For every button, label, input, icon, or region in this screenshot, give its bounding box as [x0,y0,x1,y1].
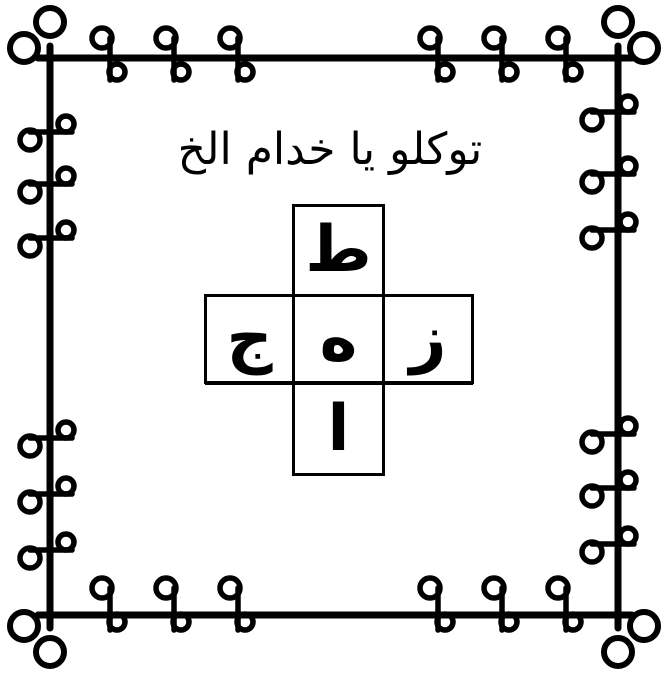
grid-cell-bottom: ا [293,383,384,475]
bottom-border-glyphs [92,578,581,630]
grid-cell-top: ط [293,205,384,295]
border-glyph [420,578,453,630]
grid-letter-bottom: ا [328,397,350,461]
border-glyph [582,418,636,452]
grid-cell-left: ج [205,295,294,383]
border-glyph [582,528,636,562]
border-glyph [92,28,125,80]
corner-curl-bottom-right-b [604,638,632,666]
border-glyph [156,28,189,80]
border-glyph [220,28,253,80]
top-border-glyphs [92,28,581,80]
grid-letter-right: ز [410,307,447,371]
corner-curl-bottom-left-b [36,638,64,666]
border-glyph [582,96,636,130]
border-glyph [582,214,636,248]
grid-cell-right: ز [383,295,473,383]
border-glyph [548,578,581,630]
grid-letter-center: ه [320,307,358,371]
corner-curl-bottom-right-a [630,612,658,640]
corner-curl-top-left-a [10,34,38,62]
border-glyph [92,578,125,630]
grid-letter-left: ج [226,307,272,371]
border-glyph [548,28,581,80]
border-glyph [484,578,517,630]
grid-letter-top: ط [305,218,371,282]
border-glyph [582,158,636,192]
border-glyph [420,28,453,80]
right-border-glyphs [582,96,636,562]
corner-curl-top-right-a [630,34,658,62]
border-glyph [582,472,636,506]
grid-cell-center: ه [293,295,384,383]
border-glyph [484,28,517,80]
talisman-heading: توكلو يا خدام الخ [110,118,550,182]
corner-curl-top-left-b [36,8,64,36]
corner-curl-top-right-b [604,8,632,36]
corner-curl-bottom-left-a [10,612,38,640]
border-glyph [220,578,253,630]
border-glyph [156,578,189,630]
